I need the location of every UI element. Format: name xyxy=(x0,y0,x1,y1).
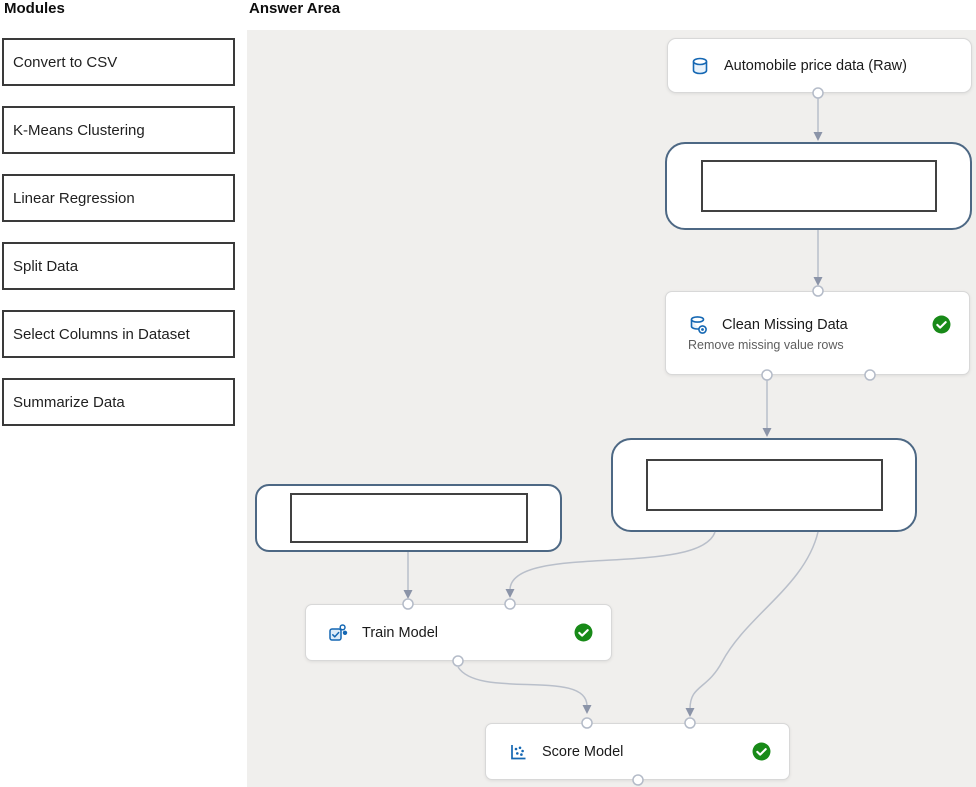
module-label: Split Data xyxy=(13,257,79,275)
module-label: Convert to CSV xyxy=(13,53,118,71)
node-label: Automobile price data (Raw) xyxy=(724,57,907,74)
dropzone-3[interactable] xyxy=(255,484,562,552)
dataset-node-automobile-price-data[interactable]: Automobile price data (Raw) xyxy=(667,38,972,93)
answer-area-title: Answer Area xyxy=(249,0,341,17)
module-label: Select Columns in Dataset xyxy=(13,325,190,343)
clean-missing-data-node[interactable]: Clean Missing Data Remove missing value … xyxy=(665,291,970,375)
node-label: Clean Missing Data xyxy=(722,316,848,333)
dropzone-2-slot[interactable] xyxy=(645,459,883,511)
dropzone-1-slot[interactable] xyxy=(700,160,937,212)
database-icon xyxy=(690,56,710,76)
modules-panel-title: Modules xyxy=(4,0,65,17)
module-convert-to-csv[interactable]: Convert to CSV xyxy=(2,38,235,86)
module-linear-regression[interactable]: Linear Regression xyxy=(2,174,235,222)
success-check-icon xyxy=(932,315,951,334)
dropzone-2[interactable] xyxy=(611,438,917,532)
clean-data-icon xyxy=(688,315,708,335)
module-label: Linear Regression xyxy=(13,189,135,207)
dropzone-1[interactable] xyxy=(665,142,972,230)
answer-area-canvas: Automobile price data (Raw) Clean Missin… xyxy=(247,30,976,787)
connector-train-to-score xyxy=(457,666,592,714)
modules-list: Convert to CSV K-Means Clustering Linear… xyxy=(2,38,235,426)
module-split-data[interactable]: Split Data xyxy=(2,242,235,290)
success-check-icon xyxy=(752,742,771,761)
node-label: Train Model xyxy=(362,624,439,641)
module-label: K-Means Clustering xyxy=(13,121,145,139)
module-k-means-clustering[interactable]: K-Means Clustering xyxy=(2,106,235,154)
dropzone-3-slot[interactable] xyxy=(289,493,528,543)
module-label: Summarize Data xyxy=(13,393,125,411)
module-select-columns-in-dataset[interactable]: Select Columns in Dataset xyxy=(2,310,235,358)
success-check-icon xyxy=(574,623,593,642)
module-summarize-data[interactable]: Summarize Data xyxy=(2,378,235,426)
train-model-node[interactable]: Train Model xyxy=(305,604,612,661)
node-sublabel: Remove missing value rows xyxy=(688,337,844,352)
score-model-icon xyxy=(508,742,528,762)
score-model-node[interactable]: Score Model xyxy=(485,723,790,780)
node-label: Score Model xyxy=(542,743,624,760)
train-model-icon xyxy=(328,623,348,643)
connector-dropzone2-to-score xyxy=(685,531,819,717)
